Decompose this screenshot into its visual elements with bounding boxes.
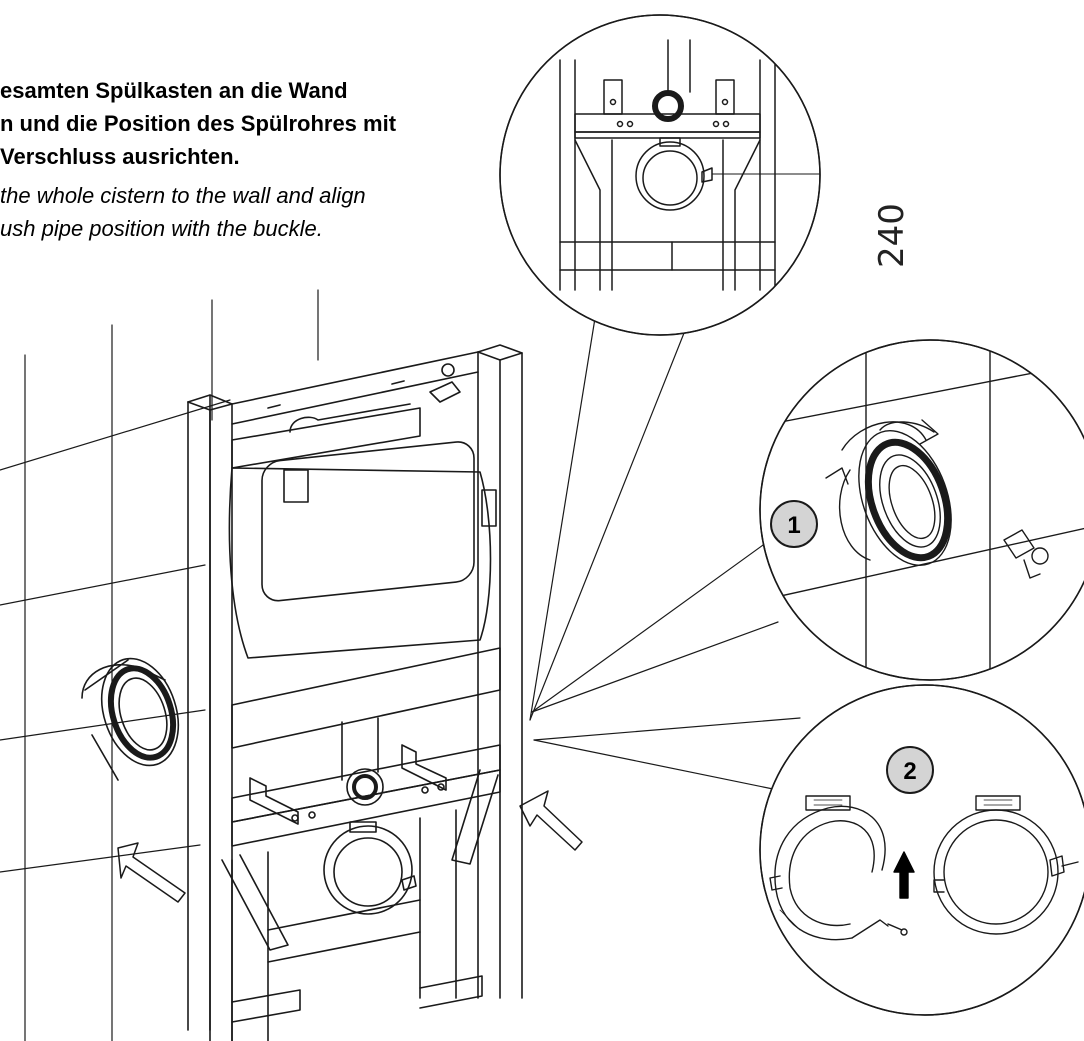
dimension-label: 240 xyxy=(872,203,912,268)
detail-circle-rotate-pipe xyxy=(759,339,1084,681)
push-arrow-right xyxy=(519,790,583,851)
step-badge-2: 2 xyxy=(886,746,934,794)
detail-circle-clamp xyxy=(759,684,1084,1016)
flush-pipe-wall xyxy=(81,657,180,781)
step-badge-1-label: 1 xyxy=(787,512,800,539)
cistern-frame xyxy=(187,344,523,1041)
instruction-de-line-3: Verschluss ausrichten. xyxy=(0,144,240,169)
detail-circle-height: 240 xyxy=(499,14,912,336)
instruction-en-line-1: the whole cistern to the wall and align xyxy=(0,183,366,208)
instruction-de-line-1: esamten Spülkasten an die Wand xyxy=(0,78,348,103)
push-arrow-left xyxy=(117,842,186,903)
wall-tile-grid xyxy=(0,289,319,1041)
callout-leaders xyxy=(529,311,801,791)
step-badge-1: 1 xyxy=(770,500,818,548)
instruction-de-line-2: n und die Position des Spülrohres mit xyxy=(0,111,397,136)
step-badge-2-label: 2 xyxy=(903,758,916,785)
instruction-en-line-2: ush pipe position with the buckle. xyxy=(0,216,323,241)
